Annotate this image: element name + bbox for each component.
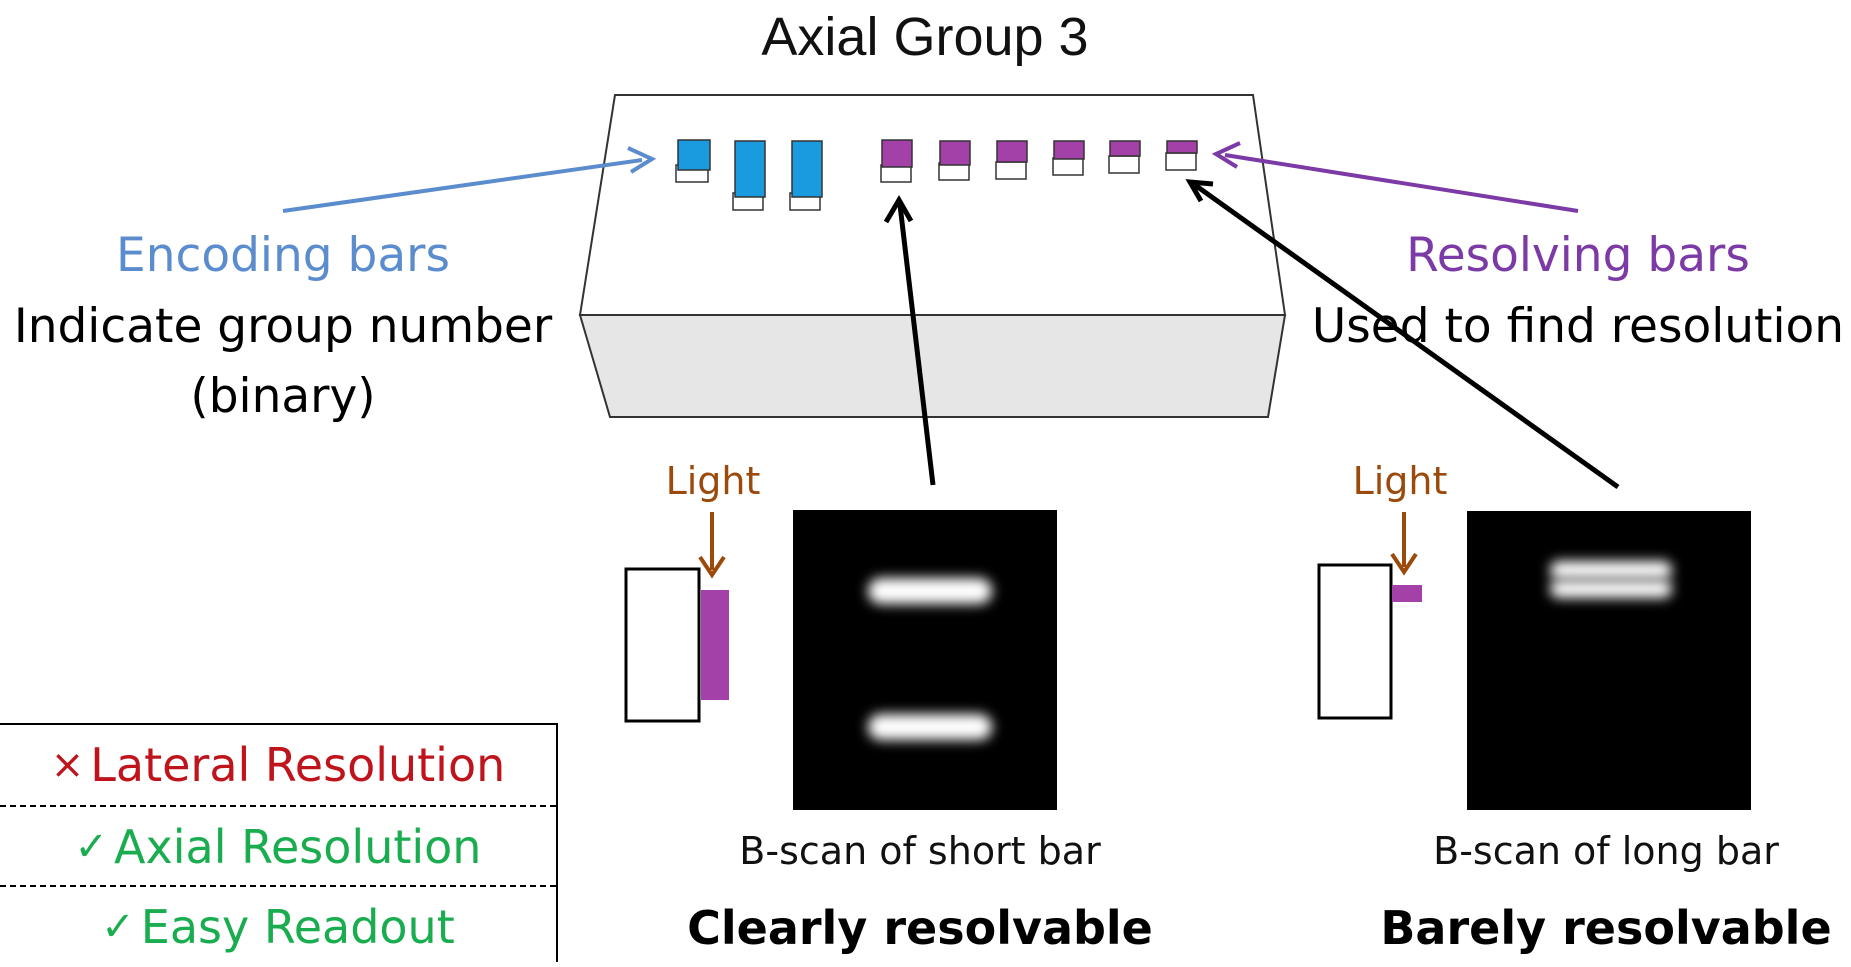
encoding-bars-label: Encoding bars [116,228,450,283]
resolving-bars-label: Resolving bars [1406,228,1750,283]
resolving-bar [1108,140,1141,174]
legend-row-readout: ✓ Easy Readout [0,885,556,967]
cross-mark-icon: × [50,742,85,788]
bscan-short-caption: B-scan of short bar [739,829,1101,873]
light-label-long: Light [1352,459,1448,503]
resolving-bar [1052,140,1085,176]
light-label-short: Light [665,459,761,503]
resolving-bar [880,139,913,183]
check-mark-icon: ✓ [74,824,109,870]
criteria-legend: × Lateral Resolution ✓ Axial Resolution … [0,723,558,962]
encoding-arrow [282,146,657,213]
encoding-bars-description: Indicate group number [13,299,553,354]
long-bar-verdict: Barely resolvable [1380,901,1832,955]
bscan-short-image [793,510,1057,810]
resolving-bar [938,140,971,181]
long-bar-schematic [1317,512,1422,720]
resolving-bar [995,140,1028,180]
legend-text-axial: Axial Resolution [114,820,482,874]
resolving-bars-description: Used to find resolution [1311,299,1845,354]
short-bar-verdict: Clearly resolvable [687,901,1153,955]
check-mark-icon: ✓ [101,904,135,950]
legend-row-axial: ✓ Axial Resolution [0,805,556,887]
diagram-title: Axial Group 3 [761,7,1089,67]
legend-text-lateral: Lateral Resolution [90,738,506,792]
bscan-long-caption: B-scan of long bar [1433,829,1779,873]
resolving-arrow [1211,141,1579,213]
long-bar-arrow [1185,179,1620,490]
bscan-long-image [1467,511,1751,810]
legend-text-readout: Easy Readout [140,900,455,954]
short-bar-schematic [624,512,729,723]
encoding-bar [789,140,823,211]
encoding-bar [675,139,711,183]
legend-row-lateral: × Lateral Resolution [0,725,556,805]
encoding-bars-description-line2: (binary) [190,369,376,424]
encoding-bars [675,139,823,211]
encoding-bar [732,140,766,211]
resolving-bars [880,139,1198,183]
resolving-bar [1165,140,1198,171]
short-bar-arrow [883,195,936,486]
